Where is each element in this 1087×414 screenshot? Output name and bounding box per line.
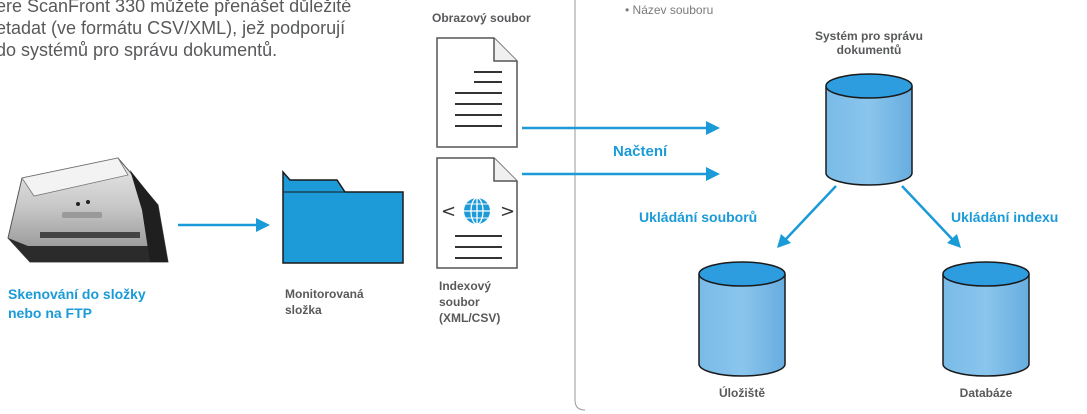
arrow-dms-to-storage — [785, 185, 837, 240]
arrowhead-index-to-dms — [706, 167, 720, 181]
scan-label-line-2: nebo na FTP — [8, 305, 92, 321]
folder-icon — [282, 170, 404, 264]
section-divider — [574, 0, 586, 411]
arrow-dms-to-database — [901, 185, 953, 240]
folder-label-line-1: Monitorovaná — [285, 287, 364, 301]
index-file-label-line-3: (XML/CSV) — [439, 311, 501, 325]
scan-label-line-1: Skenování do složky — [8, 286, 146, 302]
folder-label-line-2: složka — [285, 303, 322, 317]
arrowhead-image-to-dms — [706, 121, 720, 135]
index-document-icon: < > — [436, 157, 518, 269]
store-index-label: Ukládání indexu — [951, 209, 1059, 225]
dms-label-line-1: Systém pro správu — [814, 29, 924, 43]
scanner-icon — [7, 157, 169, 263]
intro-line-1: ere ScanFront 330 můžete přenášet důleži… — [0, 0, 352, 16]
index-file-label-line-1: Indexový — [439, 279, 492, 293]
svg-text:<: < — [441, 201, 456, 222]
storage-database-icon — [698, 261, 786, 377]
document-icon — [436, 37, 518, 148]
index-file-label-line-2: soubor — [439, 295, 480, 309]
index-database-icon — [942, 261, 1030, 377]
image-file-label: Obrazový soubor — [432, 11, 531, 25]
intro-line-3: do systémů pro správu dokumentů. — [0, 40, 278, 60]
metadata-bullet: • Název souboru — [625, 3, 714, 17]
arrowhead-dms-to-storage — [777, 234, 791, 248]
globe-icon — [464, 197, 490, 225]
store-files-label: Ukládání souborů — [639, 209, 758, 225]
arrowhead-dms-to-database — [947, 234, 961, 248]
intro-line-2: etadat (ve formátu CSV/XML), jež podporu… — [0, 18, 346, 38]
storage-label: Úložiště — [718, 386, 765, 400]
database-icon — [825, 73, 913, 186]
database-label: Databáze — [959, 386, 1013, 400]
arrowhead-scanner-to-folder — [256, 218, 270, 232]
load-label: Načtení — [613, 143, 668, 160]
dms-label-line-2: dokumentů — [836, 43, 902, 57]
svg-text:>: > — [500, 201, 515, 222]
